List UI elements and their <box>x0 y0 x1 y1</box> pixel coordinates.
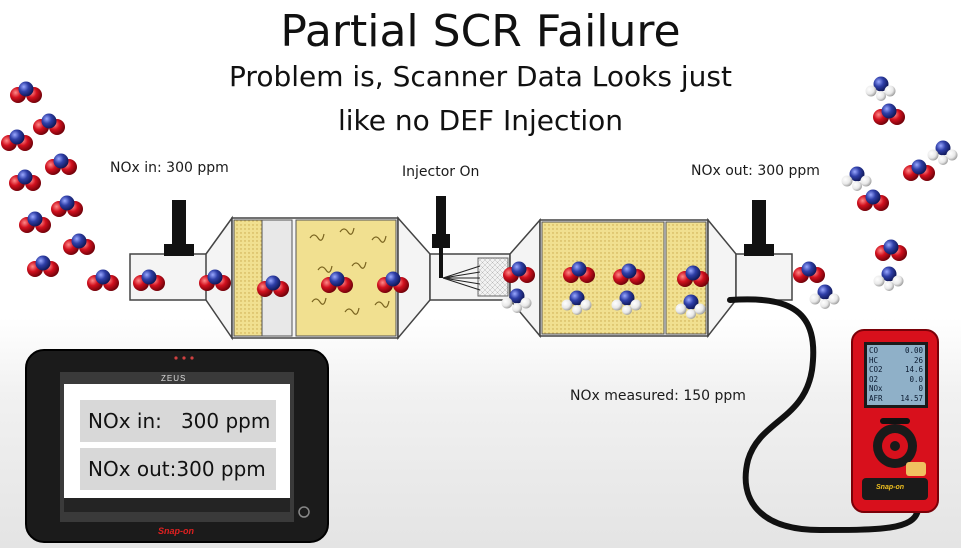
no2-molecule <box>875 239 907 261</box>
no2-molecule <box>27 255 59 277</box>
tablet-taskbar <box>64 498 290 512</box>
analyzer-reading-row: HC 26 <box>869 356 923 366</box>
gas-analyzer <box>851 329 939 513</box>
scanner-nox-in: NOx in: 300 ppm <box>88 409 271 433</box>
no2-molecule <box>51 195 83 217</box>
nh3-molecule <box>809 284 840 309</box>
analyzer-reading-name: O2 <box>869 374 879 384</box>
tablet-brand: ZEUS <box>161 374 187 383</box>
nox-measured-label: NOx measured: 150 ppm <box>570 388 746 404</box>
no2-molecule <box>873 103 905 125</box>
def-spray <box>442 265 481 291</box>
nox-in-sensor <box>164 200 194 256</box>
nh3-molecule <box>873 266 904 291</box>
analyzer-reading-value: 0.0 <box>909 374 923 384</box>
no2-molecule <box>793 261 825 283</box>
scanner-tablet <box>25 349 329 543</box>
analyzer-reading-row: CO2 14.6 <box>869 365 923 375</box>
outlet-pipe <box>735 253 793 301</box>
analyzer-reading-value: 0.00 <box>904 346 923 355</box>
outlet-cone <box>707 217 737 339</box>
power-icon <box>298 506 310 518</box>
analyzer-reading-name: NOx <box>869 384 883 394</box>
analyzer-maker-logo: Snap-on <box>876 484 904 491</box>
scr-catalyst <box>541 221 665 335</box>
analyzer-reading-row: CO 0.00 <box>869 346 923 356</box>
no2-molecule <box>10 81 42 103</box>
analyzer-reading-name: HC <box>869 355 879 365</box>
injector-label: Injector On <box>402 164 480 180</box>
nh3-molecule <box>841 166 872 191</box>
subtitle-line-1: Problem is, Scanner Data Looks just <box>229 60 732 93</box>
dpf-flow-lines <box>309 227 390 315</box>
nox-in-label: NOx in: 300 ppm <box>110 160 229 176</box>
no2-molecule <box>9 169 41 191</box>
analyzer-reading-row: O2 0.0 <box>869 375 923 385</box>
doc-substrate <box>233 219 263 337</box>
no2-molecule <box>33 113 65 135</box>
nox-in-readout-box <box>80 400 276 442</box>
analyzer-reading-row: NOx 0 <box>869 384 923 394</box>
no2-molecule <box>903 159 935 181</box>
no2-molecule <box>857 189 889 211</box>
analyzer-button <box>906 462 926 476</box>
analyzer-reading-name: CO2 <box>869 365 883 375</box>
analyzer-reading-value: 14.6 <box>904 365 923 375</box>
subtitle-line-2: like no DEF Injection <box>338 104 623 137</box>
nox-out-label: NOx out: 300 ppm <box>691 163 820 179</box>
analyzer-reading-value: 0 <box>918 384 923 394</box>
page-title: Partial SCR Failure <box>280 6 681 57</box>
nh3-molecule <box>865 76 896 101</box>
no2-molecule <box>1 129 33 151</box>
analyzer-screen <box>867 345 925 405</box>
sample-hose <box>727 296 921 534</box>
analyzer-grip <box>862 478 928 500</box>
no2-molecule <box>87 269 119 291</box>
analyzer-reading-name: CO <box>869 346 879 355</box>
no2-molecule <box>19 211 51 233</box>
no2-molecule <box>63 233 95 255</box>
nh3-molecule <box>927 140 958 165</box>
analyzer-reading-value: 26 <box>913 355 923 365</box>
analyzer-reading-name: AFR <box>869 393 883 403</box>
tablet-status-leds <box>174 356 194 360</box>
analyzer-reading-value: 14.57 <box>900 393 923 403</box>
tablet-maker-logo: Snap-on <box>158 526 194 536</box>
scanner-nox-out: NOx out:300 ppm <box>88 457 266 481</box>
analyzer-reading-row: AFR 14.57 <box>869 394 923 404</box>
nox-out-readout-box <box>80 448 276 490</box>
nox-out-sensor <box>744 200 774 256</box>
def-injector <box>432 196 481 291</box>
no2-molecule <box>45 153 77 175</box>
def-mixer <box>477 257 509 297</box>
